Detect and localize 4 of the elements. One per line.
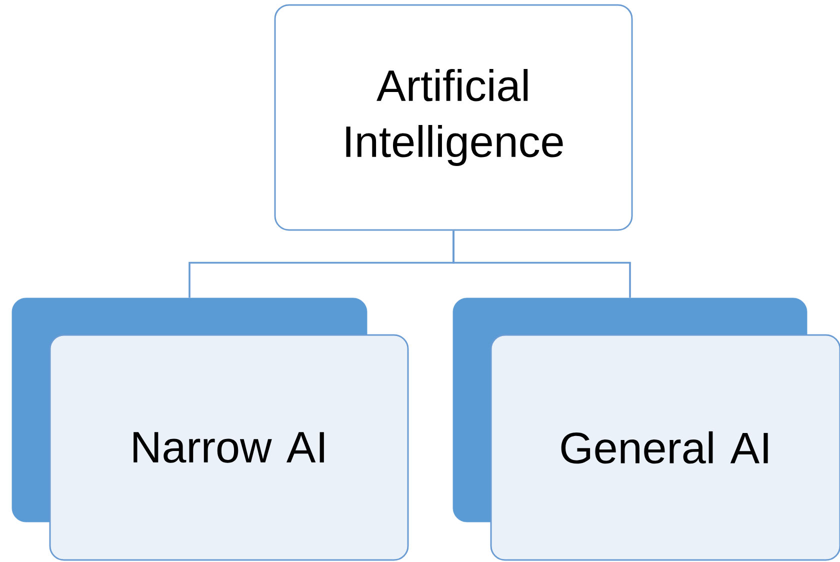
stacked-box: Narrow AI (12, 298, 409, 561)
stacked-box: General AI (452, 298, 840, 561)
connector (452, 230, 631, 298)
text-box: Artificial Intelligence (274, 4, 633, 231)
